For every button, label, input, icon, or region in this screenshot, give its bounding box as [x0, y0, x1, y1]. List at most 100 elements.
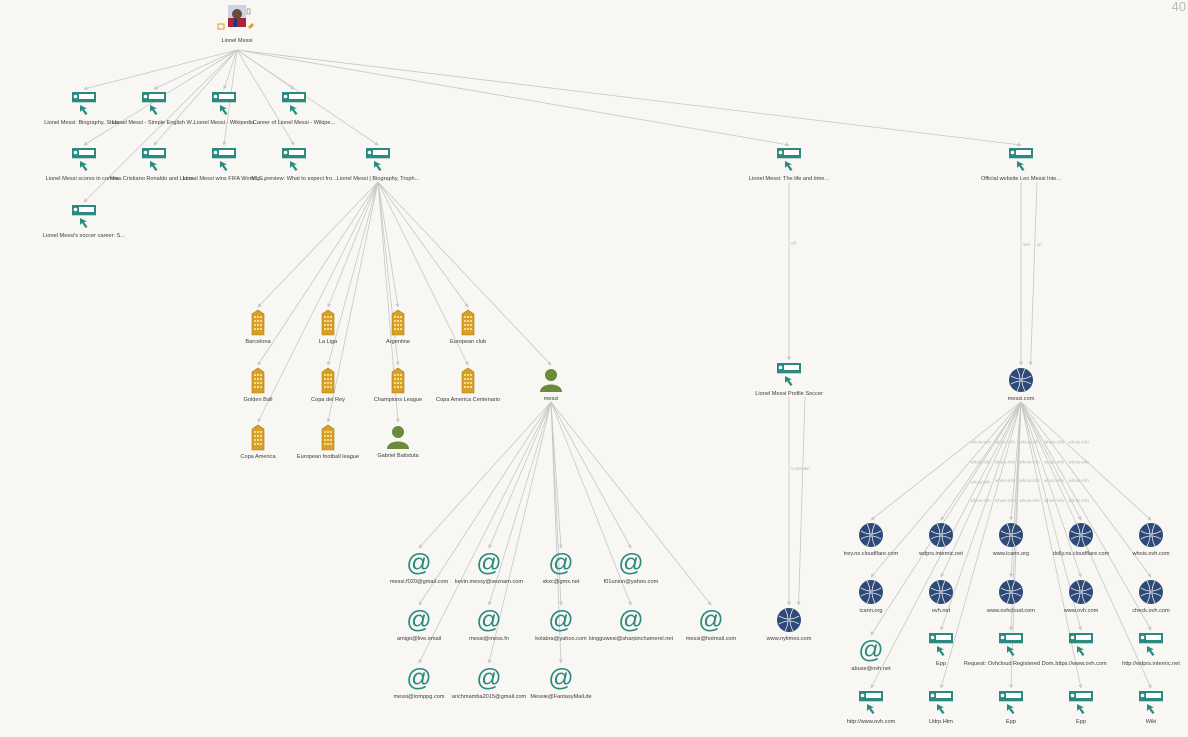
node-url[interactable]: Lionel Messi - Simple English W...	[89, 91, 219, 127]
node-url[interactable]: Career of Lionel Messi - Wikipe...	[229, 91, 359, 127]
node-url[interactable]: Lionel Messi scores in contro...	[19, 147, 149, 183]
node-org[interactable]: Copa America	[193, 423, 323, 461]
node-url[interactable]: Lionel Messi - Wikipedia	[159, 91, 289, 127]
node-email[interactable]: @ amigo@live.email	[354, 607, 484, 643]
node-label: check.ovh.com	[1132, 608, 1170, 614]
node-email[interactable]: @ messi.f020@gmail.com	[354, 550, 484, 586]
edge-label: whois-info	[1020, 439, 1041, 444]
node-org[interactable]: La Liga	[263, 308, 393, 346]
node-domain[interactable]: www.ovhcloud.com	[946, 579, 1076, 615]
node-url[interactable]: Official website Leo Messi Inte...	[956, 147, 1086, 183]
node-label: www.icann.org	[992, 551, 1030, 557]
node-domain[interactable]: wdprs.internic.net	[876, 522, 1006, 558]
node-org[interactable]: Barcelona	[193, 308, 323, 346]
org-icon	[391, 309, 405, 336]
node-org[interactable]: European club	[403, 308, 533, 346]
node-url[interactable]: Lionel Messi | Biography, Troph...	[313, 147, 443, 183]
node-label: Golden Ball	[243, 397, 273, 403]
node-url[interactable]: http://www.ovh.com	[806, 690, 936, 726]
node-org[interactable]: Copa America Centenario	[403, 366, 533, 404]
svg-text:@: @	[476, 665, 501, 691]
domain-icon	[1139, 580, 1163, 604]
node-domain[interactable]: check.ovh.com	[1086, 579, 1188, 615]
node-domain[interactable]: icann.org	[806, 579, 936, 615]
node-label: La Liga	[318, 339, 338, 345]
root-node-lionel-messi[interactable]: Lionel Messi	[172, 5, 302, 45]
node-email[interactable]: @ f01union@yahoo.com	[566, 550, 696, 586]
node-label: Lionel Messi Profile Soccer	[755, 391, 823, 397]
svg-text:@: @	[406, 665, 431, 691]
node-url[interactable]: MLS preview: What to expect fro...	[229, 147, 359, 183]
edge-label: whois-info	[1044, 498, 1065, 503]
node-url[interactable]: Lionel Messi Profile Soccer	[724, 362, 854, 398]
node-url[interactable]: https://www.ovh.com	[1016, 632, 1146, 668]
node-label: f01union@yahoo.com	[603, 579, 659, 585]
node-label: https://www.ovh.com	[1055, 661, 1107, 667]
node-org[interactable]: Copa del Rey	[263, 366, 393, 404]
graph-edge	[83, 49, 238, 91]
email-icon: @	[406, 607, 431, 633]
node-label: Copa America	[240, 454, 276, 460]
edge-label: whois-info	[1069, 459, 1090, 464]
node-label: kolabra@yahoo.com	[535, 636, 587, 642]
graph-edge	[377, 181, 469, 366]
node-url[interactable]: Lionel Messi wins FIFA World p...	[159, 147, 289, 183]
node-org[interactable]: Golden Ball	[193, 366, 323, 404]
edge-label: url	[1037, 242, 1042, 247]
node-url[interactable]: Udrp.Htm	[876, 690, 1006, 726]
node-domain[interactable]: messi.com	[956, 367, 1086, 403]
node-org[interactable]: Argentine	[333, 308, 463, 346]
node-label: messi@tomppg.com	[393, 694, 445, 700]
node-domain[interactable]: www.ovh.com	[1016, 579, 1146, 615]
node-email[interactable]: @ Messie@FantasyMail.de	[496, 665, 626, 701]
node-person[interactable]: messi	[486, 367, 616, 403]
url-icon	[72, 205, 96, 228]
node-domain[interactable]: dolly.ns.cloudflare.com	[1016, 522, 1146, 558]
node-org[interactable]: European football league	[263, 423, 393, 461]
graph-edge	[488, 401, 552, 549]
node-domain[interactable]: trey.ns.cloudflare.com	[806, 522, 936, 558]
node-url[interactable]: Lionel Messi's soccer career: S...	[19, 204, 149, 240]
org-icon	[251, 424, 265, 451]
node-domain[interactable]: whois.ovh.com	[1086, 522, 1188, 558]
node-domain[interactable]: ovh.net	[876, 579, 1006, 615]
graph-edge	[487, 401, 552, 664]
node-label: kevin.messy@seznam.com	[454, 579, 524, 585]
node-label: European club	[449, 339, 487, 345]
svg-text:@: @	[618, 550, 643, 576]
node-email[interactable]: @ abuse@ovh.net	[806, 637, 936, 673]
node-label: Lionel Messi scores in contro...	[45, 176, 123, 182]
node-email[interactable]: @ skxc@gmx.net	[496, 550, 626, 586]
node-label: trey.ns.cloudflare.com	[843, 551, 899, 557]
org-icon	[461, 367, 475, 394]
node-domain[interactable]: www.nytimes.com	[724, 607, 854, 643]
node-email[interactable]: @ messi@tomppg.com	[354, 665, 484, 701]
node-email[interactable]: @ kingguwesi@sharpinchamerel.net	[566, 607, 696, 643]
node-domain[interactable]: www.icann.org	[946, 522, 1076, 558]
graph-edge	[1009, 401, 1022, 521]
node-url[interactable]: Lionel Messi: Biography, Stats...	[19, 91, 149, 127]
node-label: Lionel Messi - Simple English W...	[111, 120, 197, 126]
node-email[interactable]: @ kevin.messy@seznam.com	[424, 550, 554, 586]
node-email[interactable]: @ arichmamba2015@gmail.com	[424, 665, 554, 701]
node-person[interactable]: Gabriel Batistuta	[333, 424, 463, 460]
node-email[interactable]: @ kolabra@yahoo.com	[496, 607, 626, 643]
node-url[interactable]: Lionel Messi: The life and time...	[724, 147, 854, 183]
node-url[interactable]: Epp	[876, 632, 1006, 668]
node-url[interactable]: Epp	[946, 690, 1076, 726]
node-label: Lionel Messi wins FIFA World p...	[182, 176, 266, 182]
node-email[interactable]: @ messi@hotmail.com	[646, 607, 776, 643]
url-icon	[142, 92, 166, 115]
node-url[interactable]: Request: Ovhcloud Registered Dom...	[946, 632, 1076, 668]
node-url[interactable]: Epp	[1016, 690, 1146, 726]
node-email[interactable]: @ messi@mess.fn	[424, 607, 554, 643]
node-label: icann.org	[859, 608, 883, 614]
avatar	[217, 5, 254, 30]
url-icon	[282, 148, 306, 171]
node-label: messi.f020@gmail.com	[389, 579, 449, 585]
domain-icon	[999, 523, 1023, 547]
node-url[interactable]: Wiki	[1086, 690, 1188, 726]
node-url[interactable]: http://wdprs.internic.net	[1086, 632, 1188, 668]
node-url[interactable]: How Cristiano Ronaldo and Lione...	[89, 147, 219, 183]
node-org[interactable]: Champions League	[333, 366, 463, 404]
